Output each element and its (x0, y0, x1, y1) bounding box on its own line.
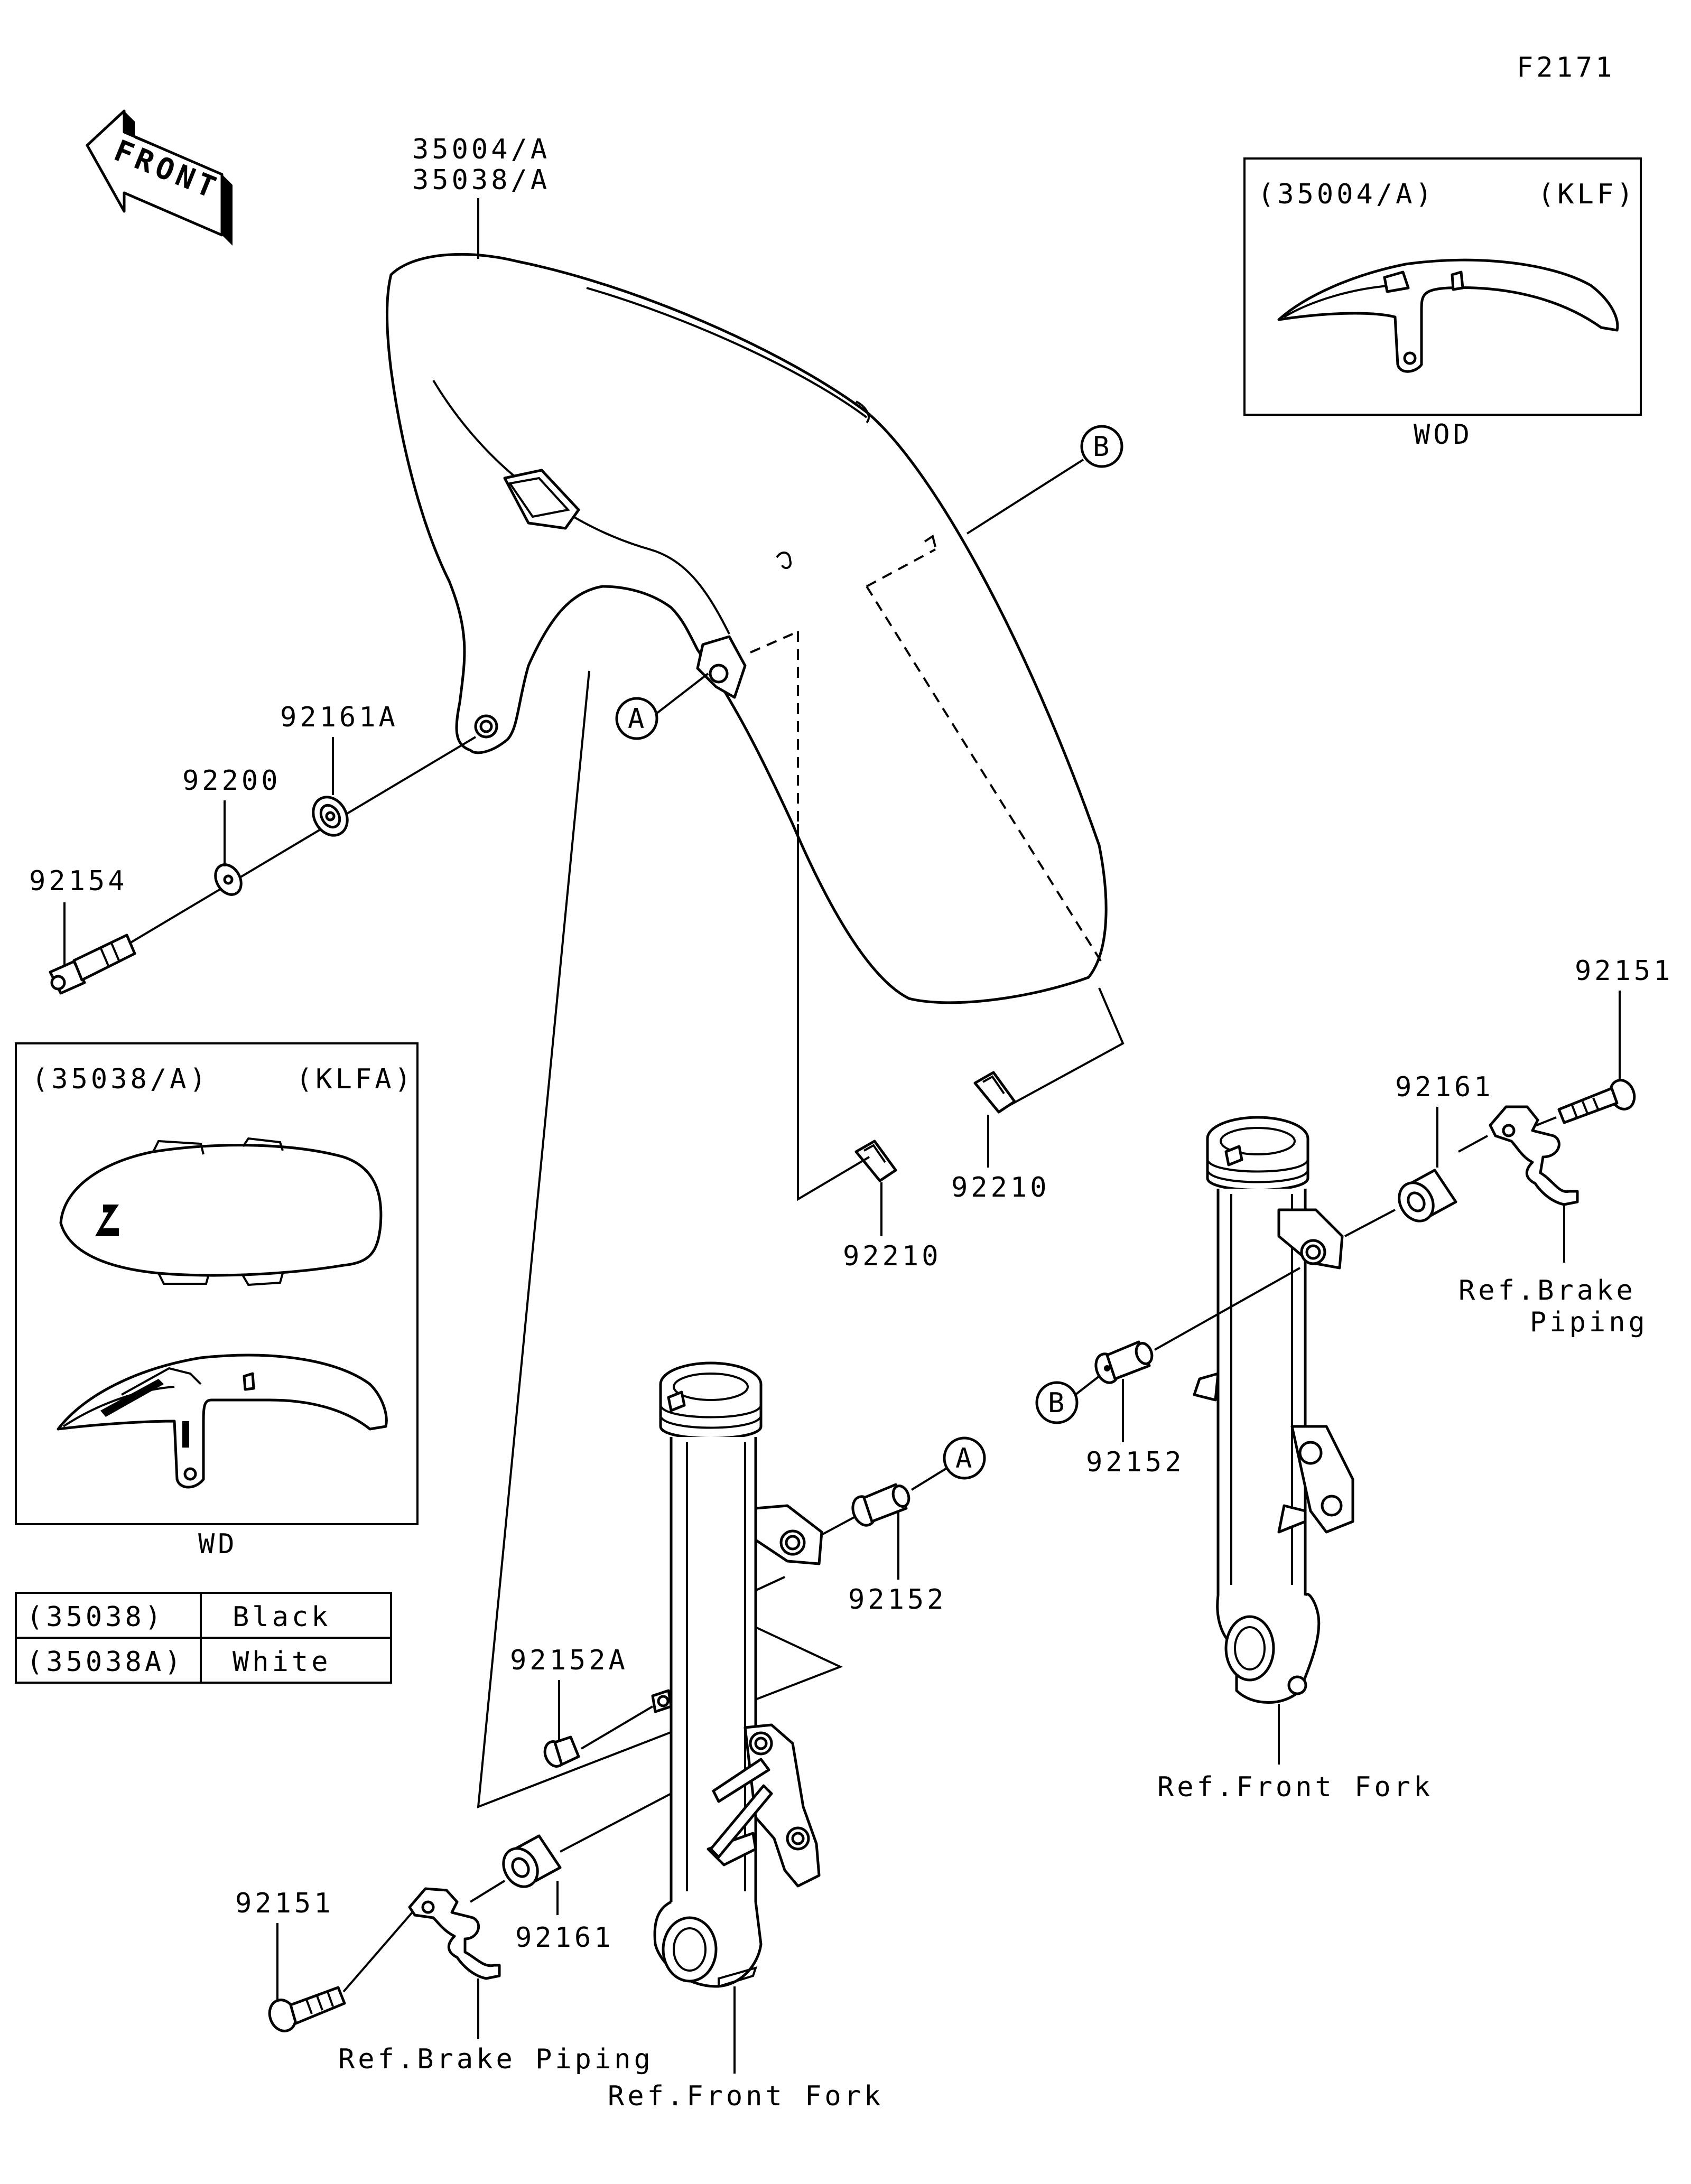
label-fender-a: 35004/A (412, 134, 550, 165)
inset-klf-part-ref: (35004/A) (1258, 179, 1435, 210)
label-washer: 92200 (182, 765, 281, 797)
label-collar-left: 92161 (515, 1922, 614, 1954)
color-table-color-1: Black (233, 1601, 331, 1633)
label-collar-right: 92161 (1395, 1071, 1494, 1103)
brake-bracket-right (1489, 1105, 1579, 1206)
callout-a-lower: A (943, 1436, 986, 1480)
clip-92210-center (854, 1140, 897, 1182)
svg-text:A: A (628, 703, 644, 735)
front-arrow-icon: FRONT (86, 109, 233, 246)
front-fork-right (1193, 1116, 1354, 1704)
callout-a-upper: A (615, 697, 658, 740)
inset-klf: (35004/A) (KLF) WOD (1243, 157, 1642, 451)
color-table-part-2: (35038A) (26, 1646, 184, 1678)
bushing-92152-center (851, 1483, 910, 1527)
inset-klfa-caption: WD (198, 1528, 238, 1560)
label-front-fork-left: Ref.Front Fork (608, 2080, 884, 2112)
front-fender (386, 253, 1108, 1004)
svg-text:A: A (955, 1443, 972, 1474)
label-bolt-bottom: 92151 (235, 1888, 334, 1919)
label-bushing-center: 92152 (848, 1584, 947, 1616)
svg-text:B: B (1093, 431, 1109, 463)
figure-code: F2171 (1517, 52, 1615, 83)
callout-b-lower: B (1035, 1381, 1079, 1424)
label-brake-piping-right-1: Ref.Brake (1458, 1275, 1636, 1306)
label-brake-piping-left: Ref.Brake Piping (338, 2043, 654, 2075)
color-table-part-1: (35038) (26, 1601, 164, 1633)
label-bushing-right: 92152 (1086, 1446, 1185, 1478)
label-bolt-left: 92154 (29, 865, 128, 897)
front-fork-left (651, 1361, 823, 1988)
bushing-92152-right (1094, 1340, 1154, 1384)
label-front-fork-right: Ref.Front Fork (1157, 1771, 1433, 1803)
label-bolt-right: 92151 (1575, 955, 1674, 987)
label-grommet-top: 92161A (280, 702, 398, 733)
callout-b-upper: B (1080, 425, 1123, 468)
inset-klfa-variant: (KLFA) (296, 1063, 414, 1095)
bushing-92152A (543, 1735, 580, 1768)
brake-bracket-left (408, 1887, 501, 1980)
inset-klfa-part-ref: (35038/A) (32, 1063, 209, 1095)
grommet-92161A (312, 796, 349, 837)
color-table: (35038) Black (35038A) White (15, 1592, 392, 1684)
collar-92161-right (1398, 1169, 1457, 1222)
inset-klf-variant: (KLF) (1538, 179, 1637, 210)
bolt-92154 (49, 934, 136, 995)
bolt-92151-right (1557, 1079, 1636, 1124)
washer-92200 (214, 863, 243, 896)
label-clip-right: 92210 (951, 1172, 1050, 1203)
color-table-color-2: White (233, 1646, 331, 1678)
inset-klfa: (35038/A) (KLFA) WD (15, 1042, 419, 1560)
svg-text:B: B (1048, 1387, 1064, 1419)
label-brake-piping-right-2: Piping (1530, 1306, 1648, 1338)
label-fender-b: 35038/A (412, 164, 550, 196)
collar-92161-left (502, 1834, 562, 1888)
inset-klf-caption: WOD (1414, 419, 1473, 451)
label-clip-center: 92210 (843, 1240, 942, 1272)
bolt-92151-bottom (268, 1986, 346, 2032)
label-bushing-a: 92152A (510, 1645, 628, 1676)
